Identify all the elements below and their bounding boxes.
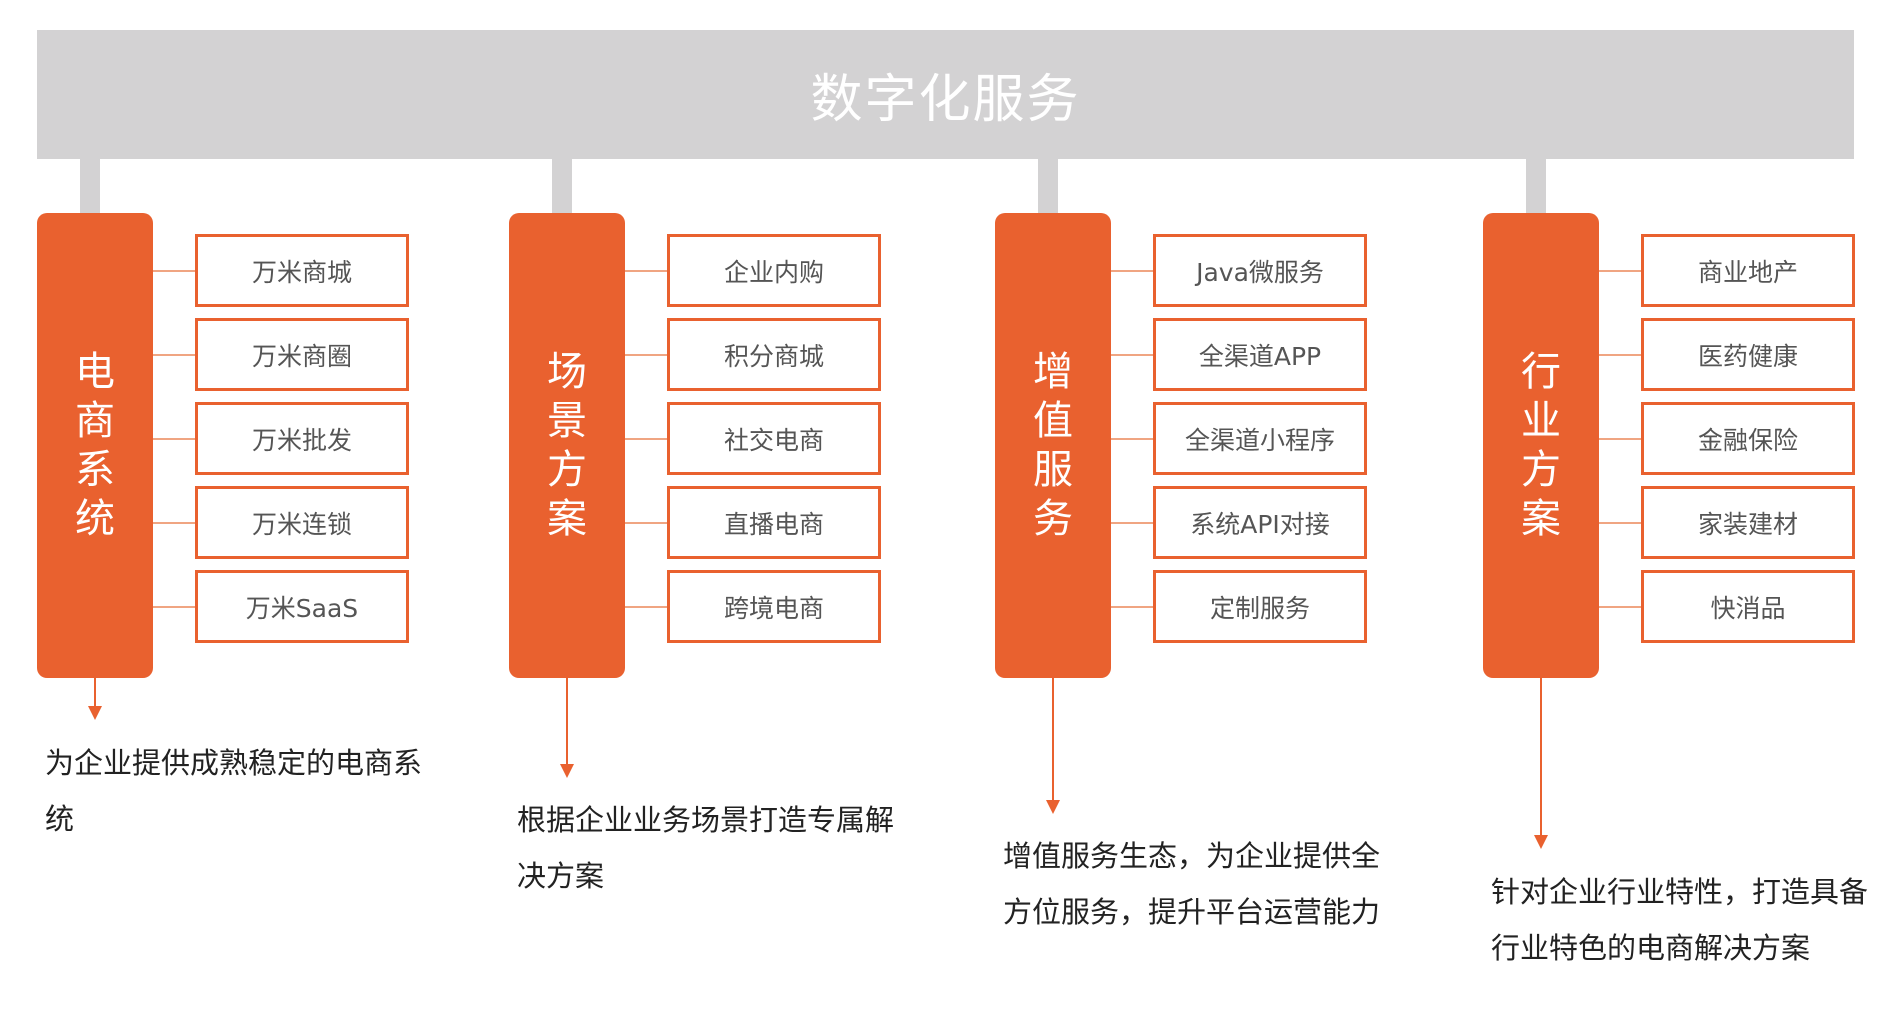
item-box: 全渠道APP (1153, 318, 1367, 391)
arrow-down-icon (560, 764, 574, 778)
item-box: 积分商城 (667, 318, 881, 391)
item-box: 快消品 (1641, 570, 1855, 643)
branch-line (153, 522, 195, 524)
branch-line (1111, 522, 1153, 524)
branch-line (1599, 606, 1641, 608)
arrow-line (1540, 678, 1542, 835)
category-description: 针对企业行业特性，打造具备行业特色的电商解决方案 (1491, 875, 1869, 965)
item-box: 社交电商 (667, 402, 881, 475)
item-label: 积分商城 (723, 341, 824, 371)
item-box: 万米商城 (195, 234, 409, 307)
branch-line (1111, 606, 1153, 608)
item-label: 直播电商 (723, 509, 824, 539)
item-box: 万米批发 (195, 402, 409, 475)
item-label: 定制服务 (1209, 593, 1310, 623)
category-label: 场景方案 (547, 348, 587, 542)
item-label: 社交电商 (723, 425, 824, 455)
category-block: 电商系统 (37, 213, 153, 678)
category-block: 场景方案 (509, 213, 625, 678)
connector (80, 159, 100, 214)
category-description: 为企业提供成熟稳定的电商系统 (45, 746, 423, 836)
branch-line (625, 522, 667, 524)
branch-line (153, 270, 195, 272)
item-box: 全渠道小程序 (1153, 402, 1367, 475)
branch-line (153, 354, 195, 356)
item-label: 全渠道APP (1198, 341, 1322, 371)
item-label: Java微服务 (1196, 257, 1324, 287)
arrow-down-icon (88, 706, 102, 720)
item-label: 万米批发 (251, 425, 352, 455)
item-box: 系统API对接 (1153, 486, 1367, 559)
connector (1038, 159, 1058, 214)
category-block: 行业方案 (1483, 213, 1599, 678)
branch-line (1111, 354, 1153, 356)
arrow-down-icon (1534, 835, 1548, 849)
connector (552, 159, 572, 214)
item-box: 金融保险 (1641, 402, 1855, 475)
branch-line (1111, 270, 1153, 272)
column-4: 行业方案 商业地产 医药健康 金融保险 家装建材 快消品 针对企业行业特性，打造… (1483, 0, 1898, 1010)
arrow-down-icon (1046, 800, 1060, 814)
item-box: 企业内购 (667, 234, 881, 307)
arrow-line (94, 678, 96, 706)
connector (1526, 159, 1546, 214)
item-label: 万米商圈 (251, 341, 352, 371)
category-label: 增值服务 (1033, 348, 1073, 542)
category-description: 增值服务生态，为企业提供全方位服务，提升平台运营能力 (1003, 839, 1381, 929)
category-description: 根据企业业务场景打造专属解决方案 (517, 803, 895, 893)
branch-line (625, 270, 667, 272)
item-box: 万米连锁 (195, 486, 409, 559)
branch-line (625, 354, 667, 356)
branch-line (625, 606, 667, 608)
item-box: Java微服务 (1153, 234, 1367, 307)
category-label: 电商系统 (75, 348, 115, 542)
branch-line (1599, 270, 1641, 272)
item-box: 定制服务 (1153, 570, 1367, 643)
item-label: 万米连锁 (251, 509, 352, 539)
branch-line (1599, 354, 1641, 356)
branch-line (1599, 522, 1641, 524)
page-title: 数字化服务 (810, 70, 1081, 130)
column-3: 增值服务 Java微服务 全渠道APP 全渠道小程序 系统API对接 定制服务 … (995, 0, 1455, 1010)
branch-line (153, 438, 195, 440)
branch-line (1111, 438, 1153, 440)
item-label: 金融保险 (1697, 425, 1798, 455)
title-banner: 数字化服务 (37, 30, 1854, 159)
column-1: 电商系统 万米商城 万米商圈 万米批发 万米连锁 万米SaaS 为企业提供成熟稳… (37, 0, 497, 1010)
arrow-line (566, 678, 568, 764)
category-block: 增值服务 (995, 213, 1111, 678)
item-label: 万米商城 (251, 257, 352, 287)
item-label: 企业内购 (723, 257, 824, 287)
item-box: 商业地产 (1641, 234, 1855, 307)
item-label: 系统API对接 (1190, 509, 1330, 539)
item-box: 家装建材 (1641, 486, 1855, 559)
item-label: 跨境电商 (723, 593, 824, 623)
item-label: 万米SaaS (245, 593, 359, 623)
item-label: 全渠道小程序 (1184, 425, 1335, 455)
branch-line (153, 606, 195, 608)
branch-line (625, 438, 667, 440)
item-label: 医药健康 (1697, 341, 1798, 371)
category-label: 行业方案 (1521, 348, 1561, 542)
item-box: 跨境电商 (667, 570, 881, 643)
item-box: 医药健康 (1641, 318, 1855, 391)
branch-line (1599, 438, 1641, 440)
item-label: 商业地产 (1697, 257, 1798, 287)
item-label: 快消品 (1710, 593, 1786, 623)
item-box: 直播电商 (667, 486, 881, 559)
arrow-line (1052, 678, 1054, 800)
item-box: 万米SaaS (195, 570, 409, 643)
item-label: 家装建材 (1697, 509, 1798, 539)
item-box: 万米商圈 (195, 318, 409, 391)
column-2: 场景方案 企业内购 积分商城 社交电商 直播电商 跨境电商 根据企业业务场景打造… (509, 0, 969, 1010)
